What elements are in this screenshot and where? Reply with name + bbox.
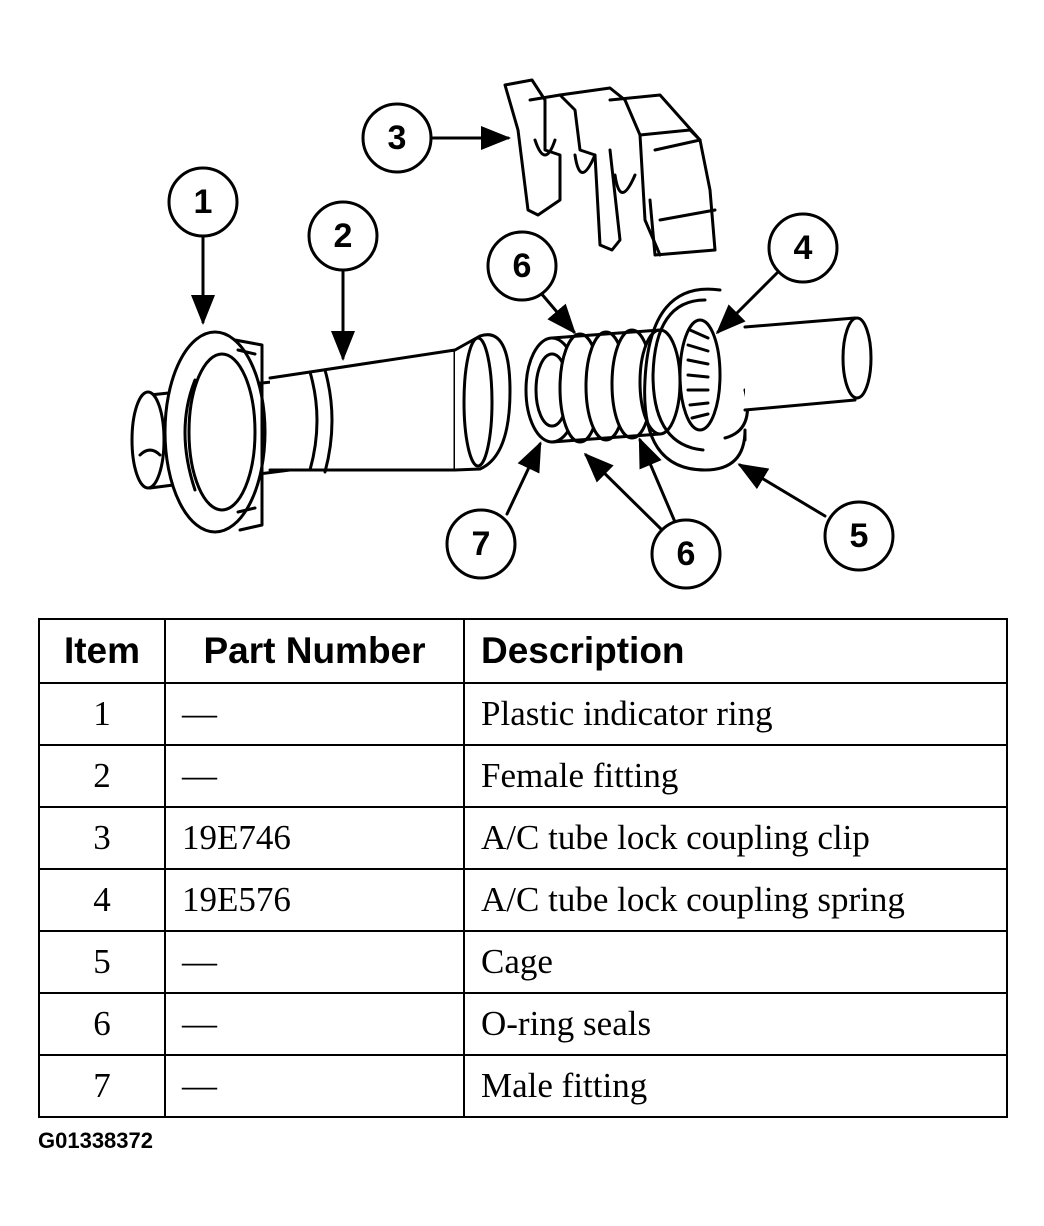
female-fitting-drawing — [268, 333, 512, 474]
cell-description: Female fitting — [463, 744, 1008, 808]
callout-7: 7 — [472, 525, 491, 563]
callout-1: 1 — [194, 183, 213, 221]
cell-part-number: — — [164, 930, 465, 994]
callout-circle-7 — [445, 508, 517, 580]
cell-item: 6 — [38, 992, 166, 1056]
table-row: 2 — Female fitting — [38, 744, 1008, 808]
callout-circle-6-bottom — [650, 518, 722, 590]
callout-circle-4 — [767, 212, 839, 284]
callout-6-bottom: 6 — [677, 535, 696, 573]
cell-description: A/C tube lock coupling clip — [463, 806, 1008, 870]
callout-circle-1 — [167, 166, 239, 238]
cell-item: 3 — [38, 806, 166, 870]
coupling-exploded-diagram: 1 2 3 4 5 6 6 7 — [130, 78, 895, 590]
table-header-row: Item Part Number Description — [38, 618, 1008, 684]
parts-table: Item Part Number Description 1 — Plastic… — [38, 618, 1008, 1118]
cell-part-number: — — [164, 992, 465, 1056]
callout-6-top: 6 — [513, 247, 532, 285]
cell-item: 4 — [38, 868, 166, 932]
indicator-ring-drawing — [163, 330, 267, 534]
header-part-number: Part Number — [164, 618, 465, 684]
cell-description: A/C tube lock coupling spring — [463, 868, 1008, 932]
cell-part-number: 19E746 — [164, 806, 465, 870]
cell-description: O-ring seals — [463, 992, 1008, 1056]
table-row: 4 19E576 A/C tube lock coupling spring — [38, 868, 1008, 932]
cell-item: 7 — [38, 1054, 166, 1118]
cell-part-number: — — [164, 744, 465, 808]
spring-drawing — [678, 318, 722, 432]
callout-circle-6-top — [486, 230, 558, 302]
callout-3: 3 — [388, 119, 407, 157]
leader-lines — [191, 126, 827, 532]
callout-5: 5 — [850, 517, 869, 555]
callout-2: 2 — [334, 217, 353, 255]
figure-id: G01338372 — [38, 1128, 153, 1153]
table-row: 5 — Cage — [38, 930, 1008, 994]
cell-description: Male fitting — [463, 1054, 1008, 1118]
cell-description: Cage — [463, 930, 1008, 994]
callout-circle-3 — [361, 102, 433, 174]
cell-item: 2 — [38, 744, 166, 808]
callout-4: 4 — [794, 229, 813, 267]
cell-item: 1 — [38, 682, 166, 746]
callout-circle-5 — [823, 500, 895, 572]
cell-description: Plastic indicator ring — [463, 682, 1008, 746]
header-description: Description — [463, 618, 1008, 684]
table-row: 6 — O-ring seals — [38, 992, 1008, 1056]
header-item: Item — [38, 618, 166, 684]
callout-circle-2 — [307, 200, 379, 272]
cell-item: 5 — [38, 930, 166, 994]
cell-part-number: — — [164, 1054, 465, 1118]
table-row: 1 — Plastic indicator ring — [38, 682, 1008, 746]
male-fitting-drawing — [524, 328, 682, 444]
male-tube-drawing — [743, 316, 873, 412]
cell-part-number: — — [164, 682, 465, 746]
table-row: 3 19E746 A/C tube lock coupling clip — [38, 806, 1008, 870]
cell-part-number: 19E576 — [164, 868, 465, 932]
lock-clip-drawing — [503, 78, 717, 257]
table-row: 7 — Male fitting — [38, 1054, 1008, 1118]
